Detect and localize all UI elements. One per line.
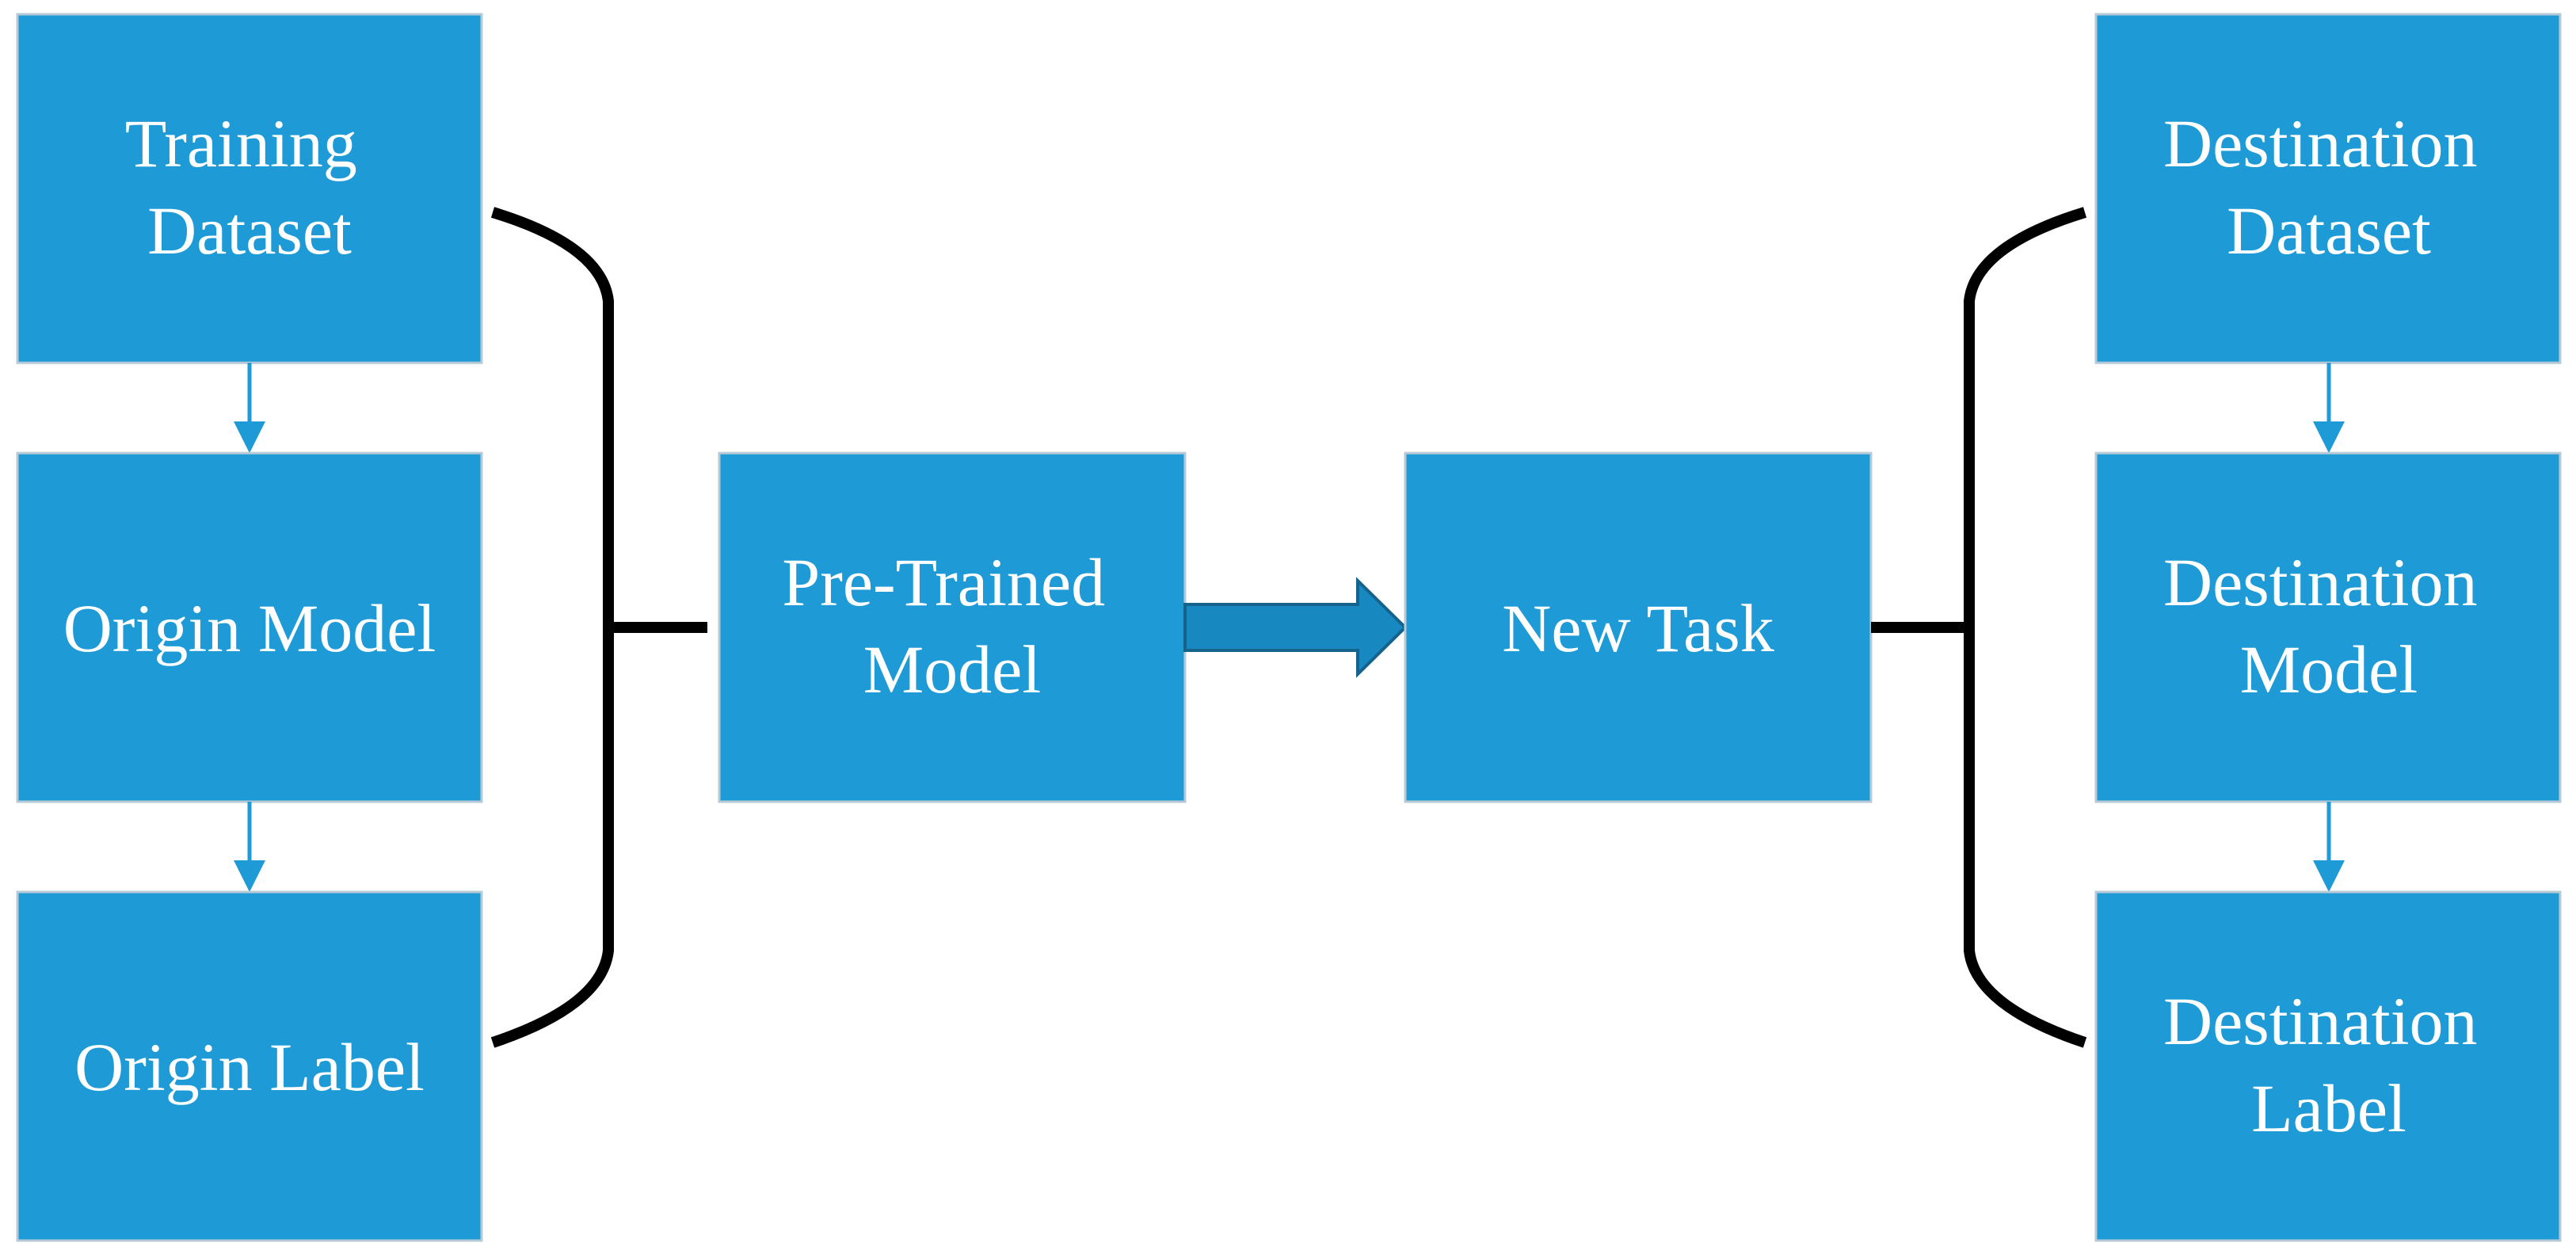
arrow-origin-model-to-origin-label xyxy=(234,802,265,892)
destination-label-label: Destination Label xyxy=(2163,983,2494,1146)
origin-model-label: Origin Model xyxy=(63,590,436,666)
new-task-label: New Task xyxy=(1502,590,1774,666)
arrow-dataset-to-origin-model xyxy=(234,363,265,453)
pretrained-model-label: Pre-Trained Model xyxy=(782,544,1122,707)
transfer-arrow xyxy=(1183,577,1408,678)
origin-model-box: Origin Model xyxy=(16,452,483,803)
arrow-destination-model-to-label xyxy=(2313,802,2345,892)
arrow-destination-dataset-to-model xyxy=(2313,363,2345,453)
training-dataset-box: Training Dataset xyxy=(16,13,483,364)
right-brace xyxy=(1871,207,2087,1048)
training-dataset-label: Training Dataset xyxy=(125,105,375,269)
destination-label-box: Destination Label xyxy=(2094,890,2562,1242)
origin-label-label: Origin Label xyxy=(74,1029,425,1105)
new-task-box: New Task xyxy=(1404,452,1873,803)
destination-model-label: Destination Model xyxy=(2163,544,2494,707)
origin-label-box: Origin Label xyxy=(16,890,483,1242)
pretrained-model-box: Pre-Trained Model xyxy=(718,452,1187,803)
destination-dataset-label: Destination Dataset xyxy=(2163,105,2494,269)
left-brace xyxy=(490,207,707,1048)
destination-model-box: Destination Model xyxy=(2094,452,2562,803)
destination-dataset-box: Destination Dataset xyxy=(2094,13,2562,364)
